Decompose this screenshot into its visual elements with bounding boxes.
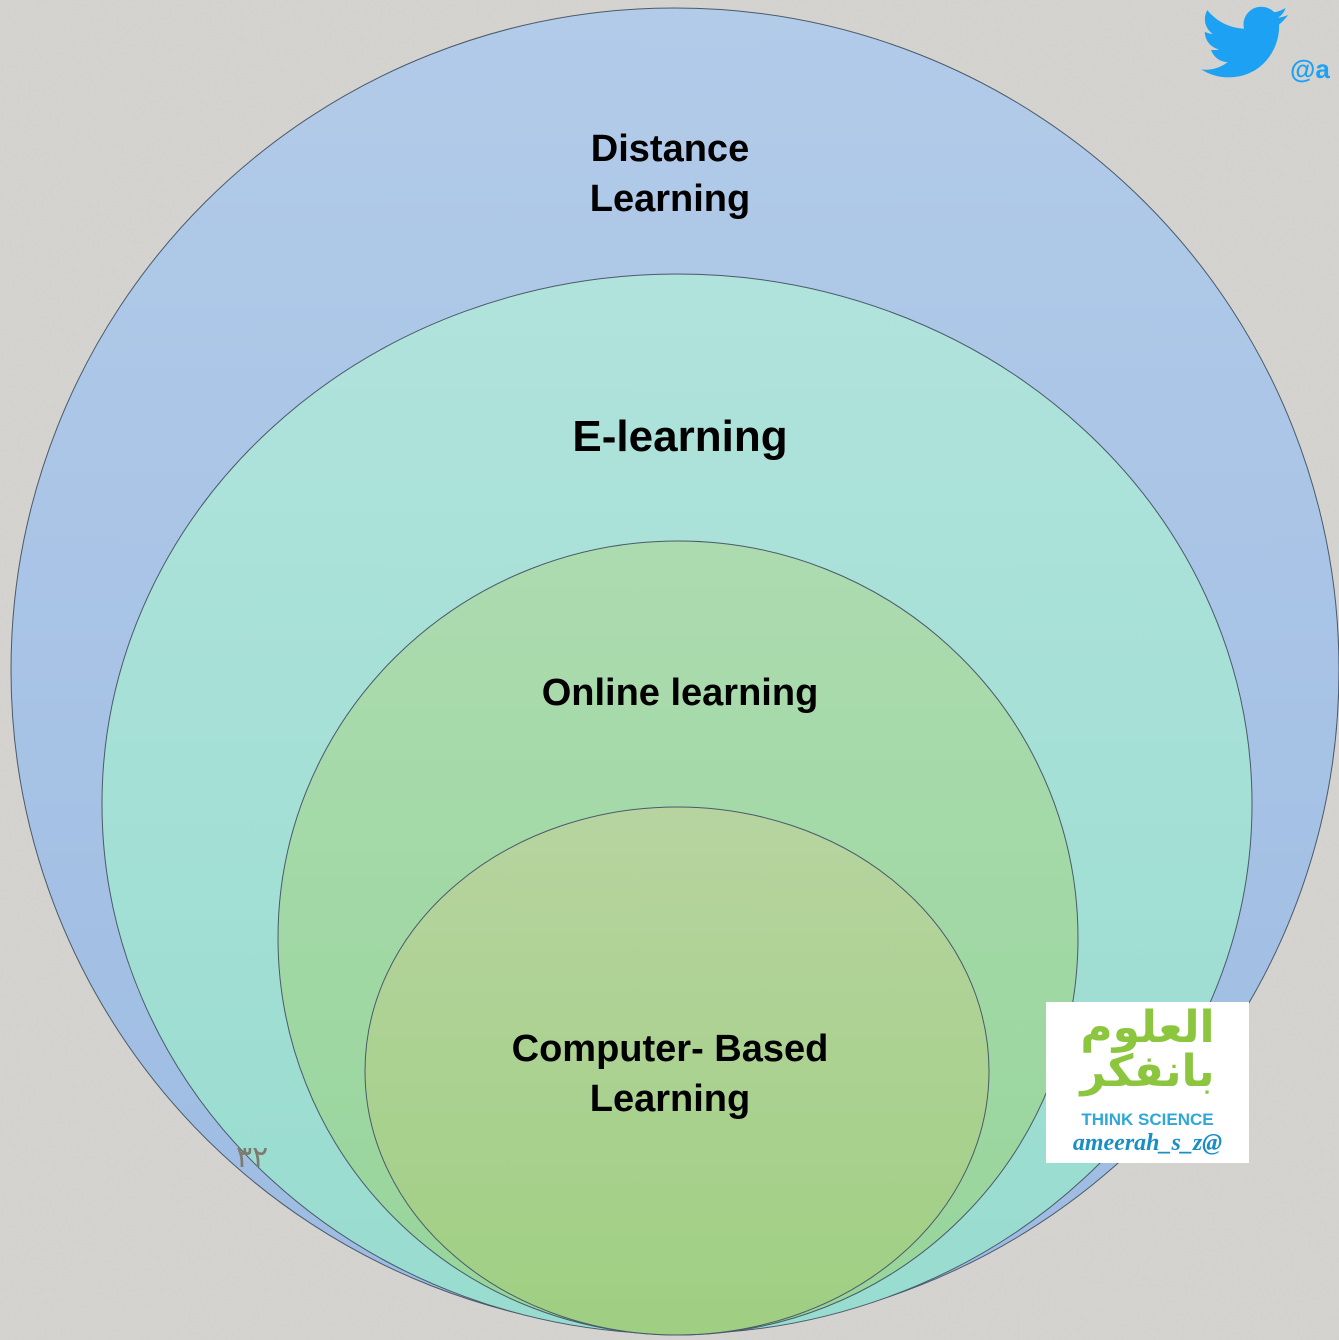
slide-number: ٣٢	[236, 1140, 269, 1175]
logo-handle: ameerah_s_z@	[1072, 1130, 1223, 1156]
computer-based-learning-circle	[364, 806, 990, 1336]
computer-based-learning-label-line2: Learning	[589, 1078, 751, 1121]
distance-learning-label-line1: Distance	[590, 128, 750, 170]
think-science-logo: العلوم بانفكر THINK SCIENCE ameerah_s_z@	[1046, 1002, 1249, 1163]
twitter-badge[interactable]	[1200, 6, 1339, 86]
distance-learning-label: Distance Learning	[520, 124, 820, 224]
elearning-label: E-learning	[480, 408, 880, 466]
online-learning-label: Online learning	[440, 668, 920, 718]
twitter-bird-icon	[1201, 6, 1288, 78]
twitter-handle[interactable]: @a	[1290, 54, 1330, 84]
online-learning-label-line1: Online learning	[541, 672, 819, 714]
computer-based-learning-label: Computer- Based Learning	[460, 1024, 880, 1124]
logo-tagline: THINK SCIENCE	[1081, 1110, 1214, 1129]
distance-learning-label-line2: Learning	[589, 178, 751, 221]
computer-based-learning-label-line1: Computer- Based	[511, 1028, 829, 1070]
logo-arabic-text: العلوم بانفكر	[1080, 1002, 1215, 1097]
elearning-label-line1: E-learning	[572, 412, 788, 461]
